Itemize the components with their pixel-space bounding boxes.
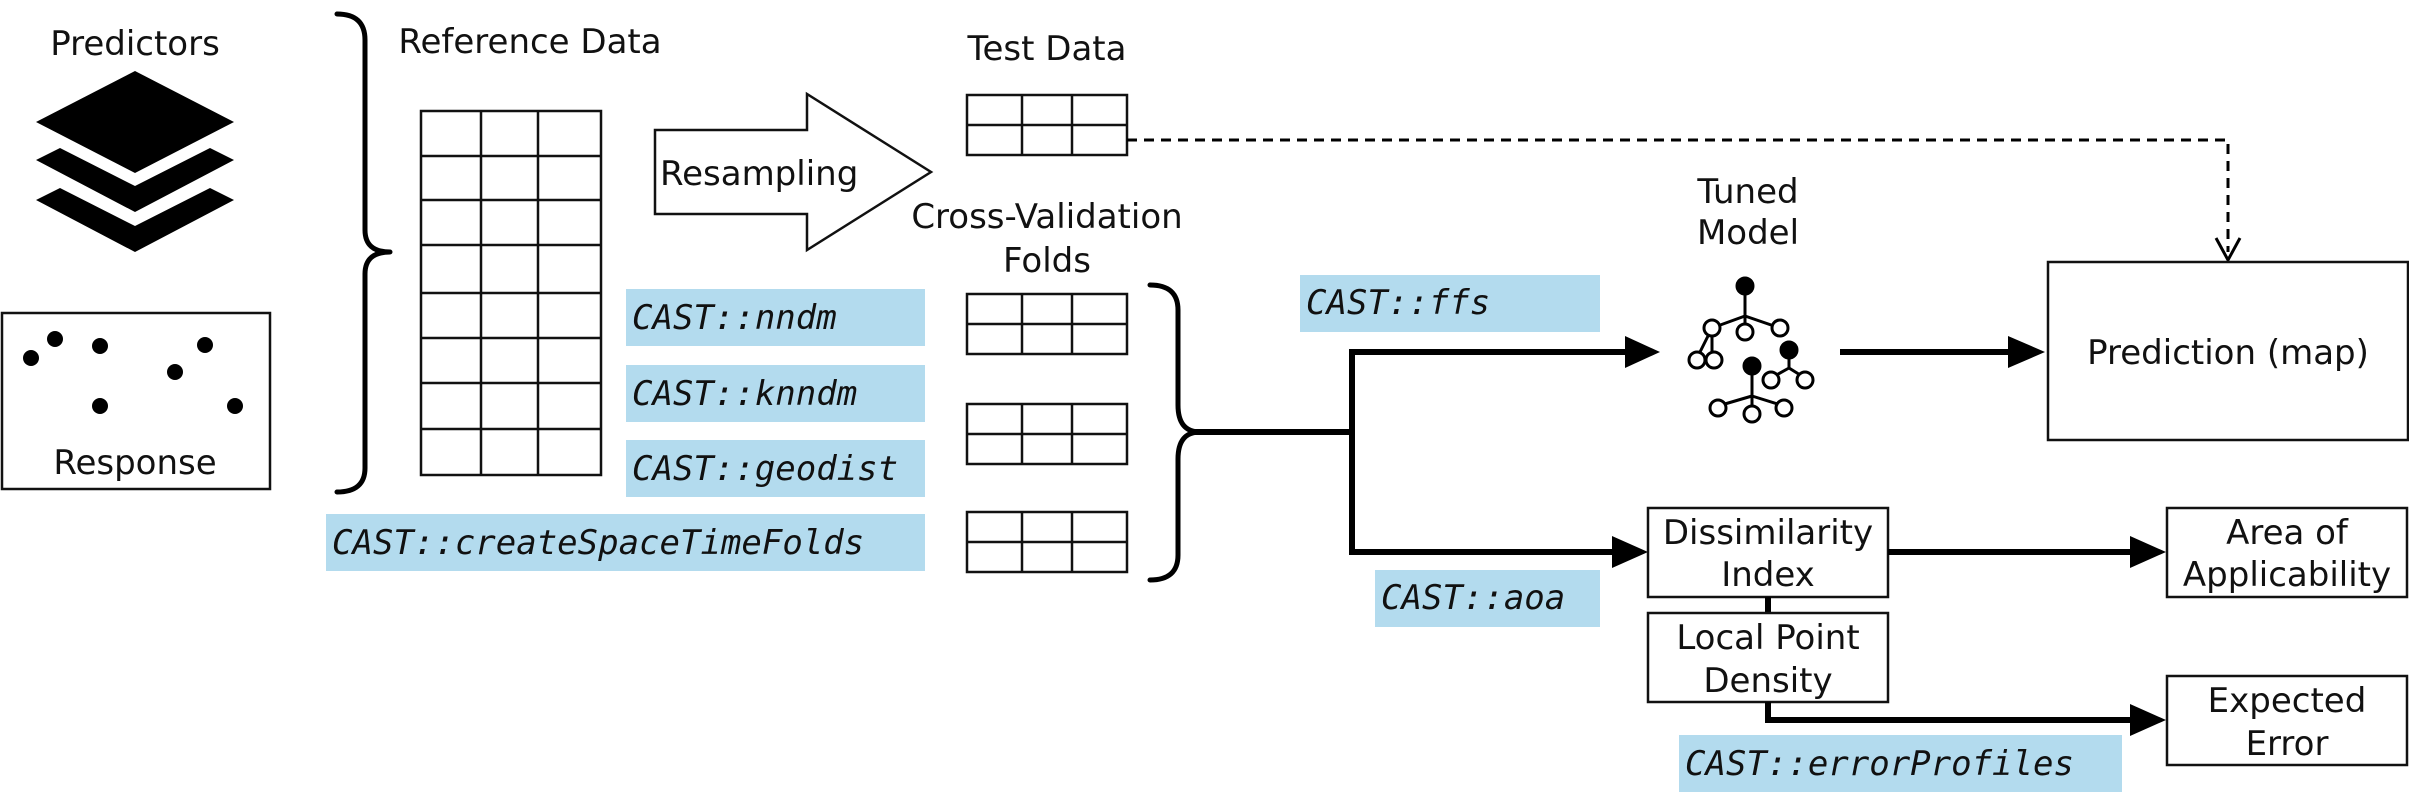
dissimilarity-label-line1: Dissimilarity bbox=[1663, 513, 1873, 553]
aoa-highlight bbox=[1375, 570, 1600, 627]
input-brace bbox=[334, 11, 393, 495]
aoa-arrowhead bbox=[1612, 536, 1648, 568]
response-label: Response bbox=[53, 443, 216, 483]
prediction-box bbox=[2046, 260, 2409, 442]
layers-icon bbox=[36, 71, 234, 252]
ffs-highlight bbox=[1300, 275, 1600, 332]
lpd-label-line1: Local Point bbox=[1676, 618, 1859, 658]
geodist-function: CAST::geodist bbox=[632, 449, 898, 489]
expected-error-box bbox=[2165, 674, 2409, 767]
resampling-arrow bbox=[653, 91, 934, 253]
cv-folds-label-line2: Folds bbox=[1003, 241, 1091, 281]
knndm-function: CAST::knndm bbox=[632, 374, 857, 414]
lpd-label-line2: Density bbox=[1703, 661, 1832, 701]
dissimilarity-index-box bbox=[1646, 506, 1890, 599]
response-box: Response bbox=[0, 311, 272, 491]
cv-fold-table bbox=[965, 510, 1129, 574]
aoa-label-line2: Applicability bbox=[2183, 555, 2391, 595]
aoa-function: CAST::aoa bbox=[1381, 578, 1565, 618]
reference-data-table bbox=[419, 109, 603, 477]
aoa-box bbox=[2165, 506, 2409, 599]
cv-fold-table bbox=[965, 402, 1129, 466]
nndm-highlight bbox=[626, 289, 925, 346]
resampling-label: Resampling bbox=[660, 154, 858, 194]
local-point-density-box bbox=[1646, 611, 1890, 704]
aoa-label-line1: Area of bbox=[2226, 513, 2349, 553]
cv-folds-label-line1: Cross-Validation bbox=[911, 197, 1182, 237]
nndm-function: CAST::nndm bbox=[632, 298, 837, 338]
cv-fold-table bbox=[965, 292, 1129, 356]
error-profiles-highlight bbox=[1679, 735, 2122, 792]
expected-error-label-line2: Error bbox=[2246, 724, 2329, 764]
expected-error-label-line1: Expected bbox=[2208, 681, 2367, 721]
test-data-dashed-arrow bbox=[1127, 138, 2230, 252]
lpd-to-error-arrow bbox=[1765, 702, 2135, 723]
error-profiles-function: CAST::errorProfiles bbox=[1685, 744, 2074, 784]
tuned-model-label-line1: Tuned bbox=[1696, 172, 1798, 212]
test-data-label: Test Data bbox=[967, 29, 1127, 69]
create-folds-function: CAST::createSpaceTimeFolds bbox=[332, 523, 864, 563]
model-branch-lines bbox=[1190, 349, 1640, 555]
knndm-highlight bbox=[626, 365, 925, 422]
tree-ensemble-icon bbox=[1687, 276, 1815, 424]
geodist-highlight bbox=[626, 440, 925, 497]
test-data-table bbox=[965, 93, 1129, 157]
ffs-arrowhead bbox=[1625, 336, 1660, 368]
dissimilarity-label-line2: Index bbox=[1721, 555, 1815, 595]
reference-data-label: Reference Data bbox=[398, 22, 661, 62]
tuned-model-label-line2: Model bbox=[1697, 213, 1799, 253]
create-folds-highlight bbox=[326, 514, 925, 571]
predictors-label: Predictors bbox=[50, 24, 220, 64]
prediction-label: Prediction (map) bbox=[2087, 333, 2369, 373]
ffs-function: CAST::ffs bbox=[1306, 283, 1490, 323]
